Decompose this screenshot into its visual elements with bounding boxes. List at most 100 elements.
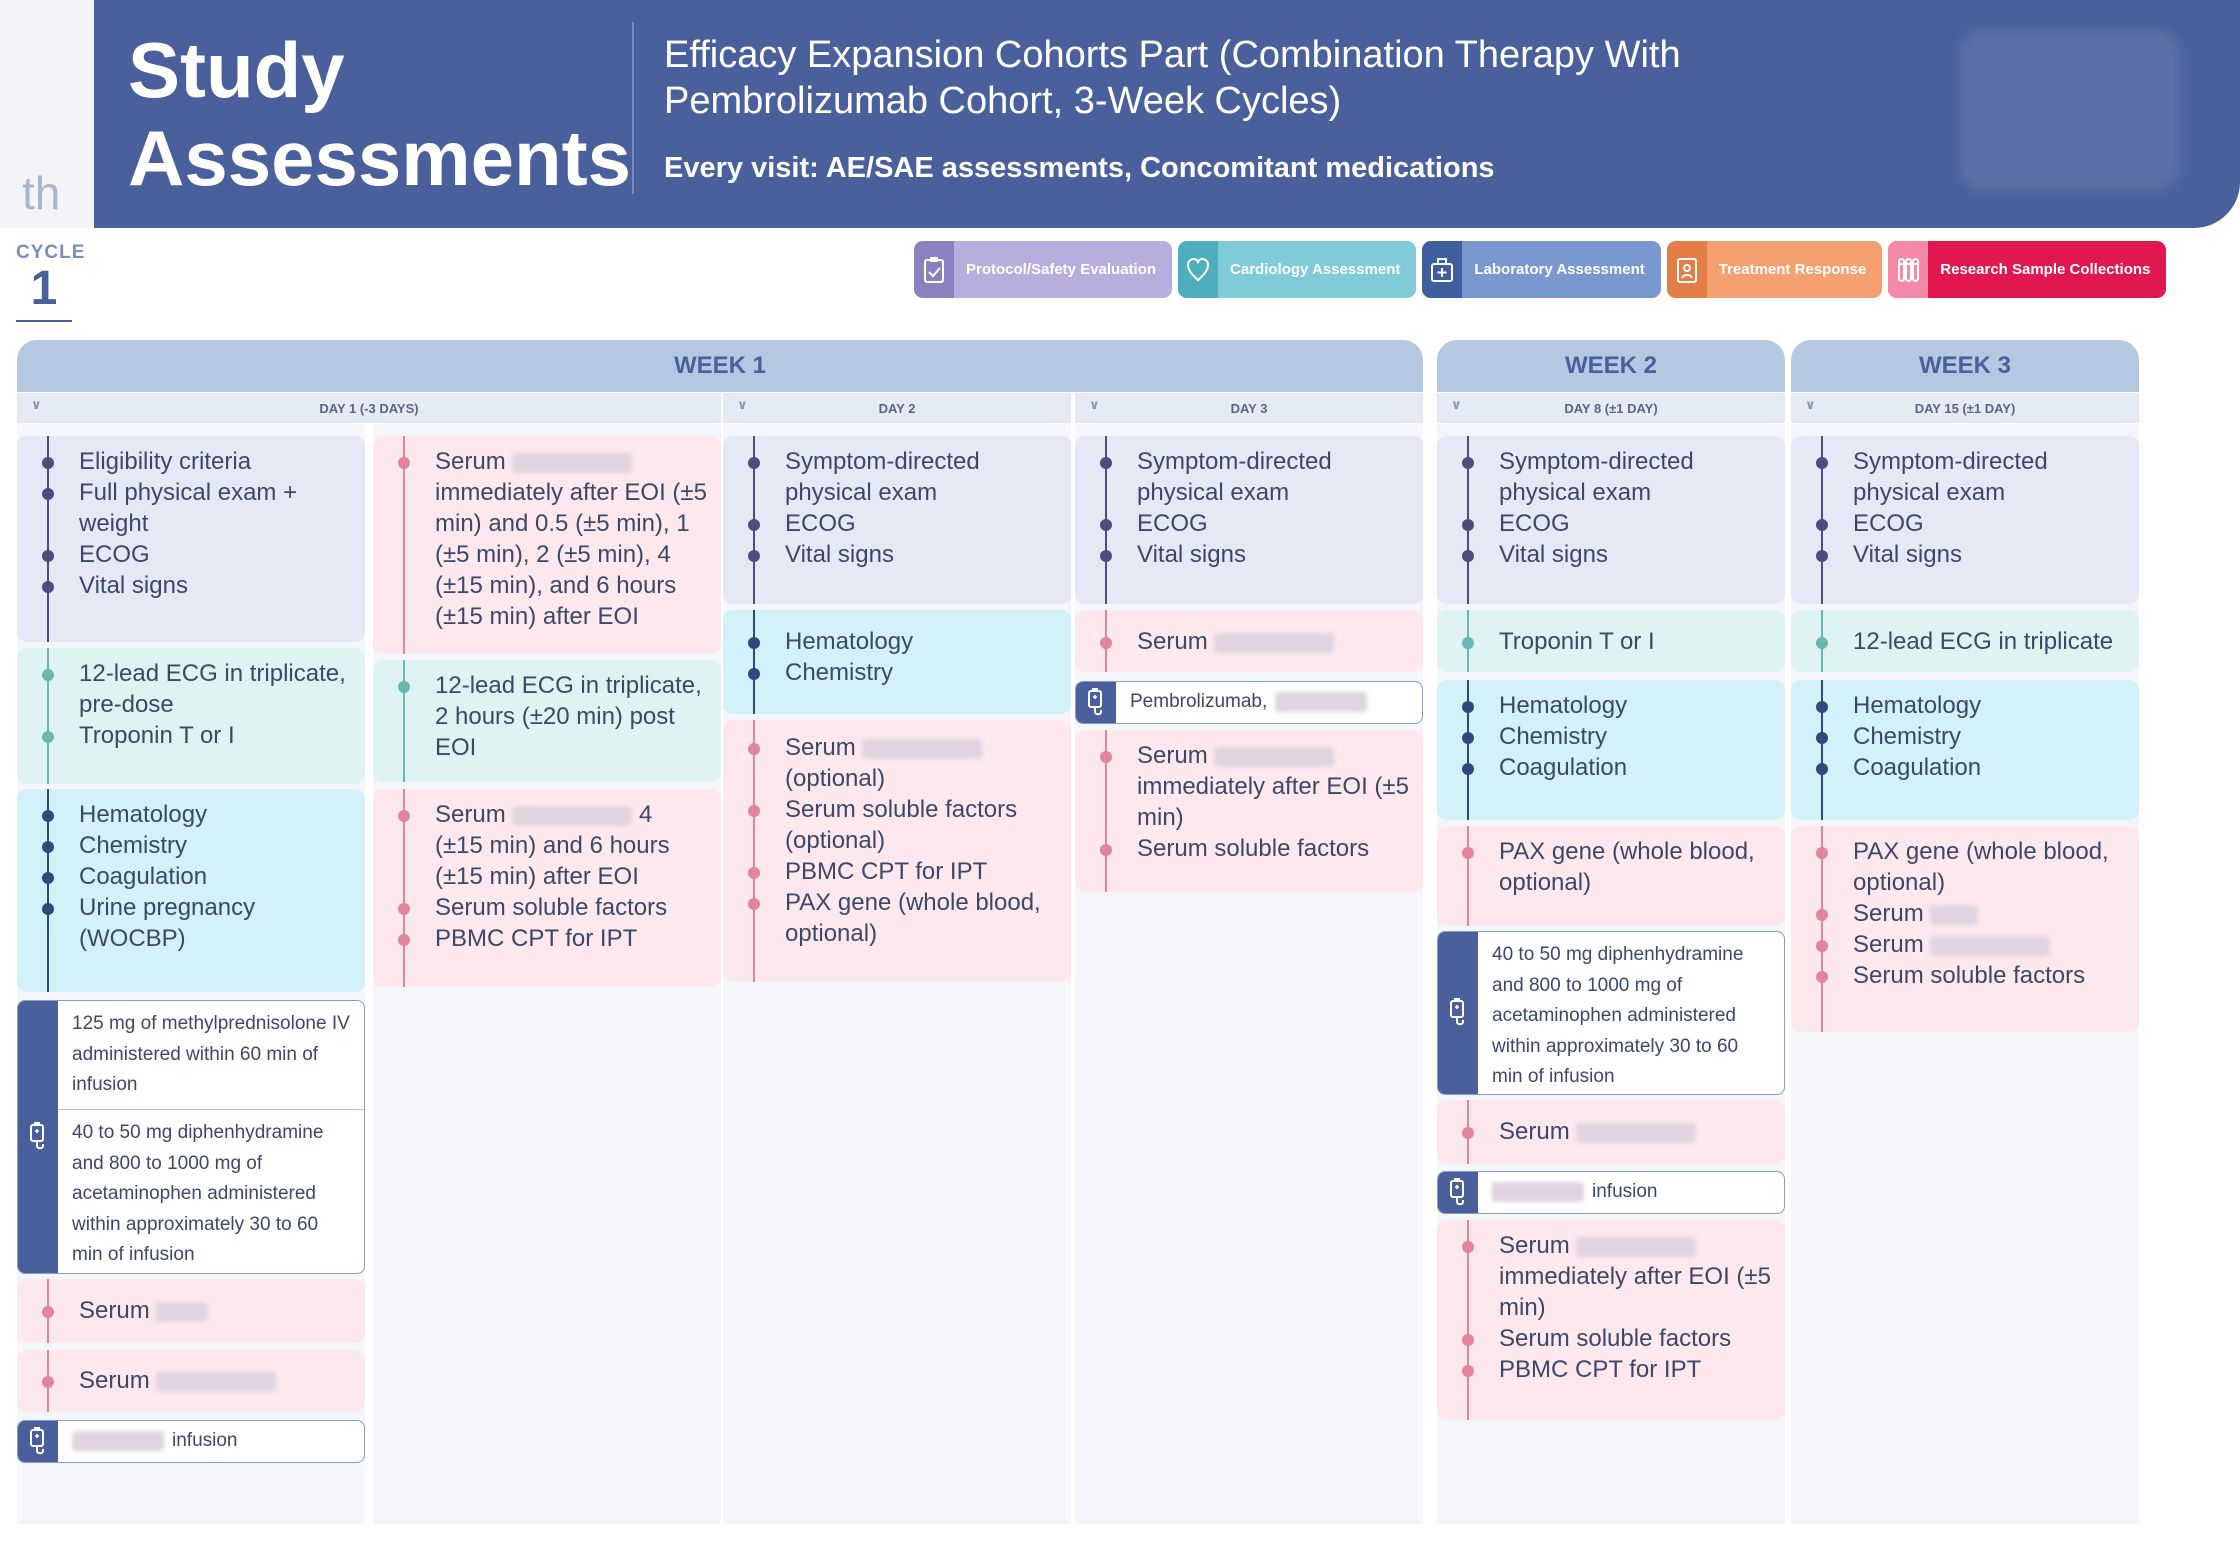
day-label: DAY 1 (-3 DAYS) bbox=[319, 400, 419, 416]
infusion-label: infusion bbox=[1592, 1180, 1658, 1202]
list-item: Serum bbox=[1791, 929, 2139, 960]
week-3-header: WEEK 3 bbox=[1791, 340, 2139, 392]
list-item: 12-lead ECG in triplicate, 2 hours (±20 … bbox=[373, 670, 721, 763]
day-1-header[interactable]: ∨ DAY 1 (-3 DAYS) bbox=[17, 393, 721, 423]
list-item: Hematology bbox=[1791, 690, 2139, 721]
cardiology-block: Troponin T or I bbox=[1437, 610, 1785, 672]
list-item: Chemistry bbox=[1437, 721, 1785, 752]
list-item: Urine pregnancy (WOCBP) bbox=[17, 892, 365, 954]
research-sample-block: Serum bbox=[17, 1350, 365, 1412]
list-item: ECOG bbox=[1791, 508, 2139, 539]
week-1-header: WEEK 1 bbox=[17, 340, 1423, 392]
list-item: Serum immediately after EOI (±5 min) and… bbox=[373, 446, 721, 632]
list-item: Symptom-directed physical exam bbox=[1791, 446, 2139, 508]
header-subtitle: Efficacy Expansion Cohorts Part (Combina… bbox=[664, 34, 1681, 122]
infusion-label: Pembrolizumab, bbox=[1130, 690, 1268, 712]
laboratory-block: Hematology Chemistry Coagulation bbox=[1437, 680, 1785, 820]
list-item: Eligibility criteria bbox=[17, 446, 365, 477]
chevron-down-icon: ∨ bbox=[737, 397, 748, 412]
list-item: Vital signs bbox=[17, 570, 365, 601]
list-item: Serum soluble factors bbox=[373, 892, 721, 923]
list-item: Troponin T or I bbox=[1437, 626, 1785, 657]
chevron-down-icon: ∨ bbox=[1805, 397, 1816, 412]
day-15-header[interactable]: ∨DAY 15 (±1 DAY) bbox=[1791, 393, 2139, 423]
cycle-indicator: CYCLE 1 bbox=[16, 242, 86, 322]
page-title: Study Assessments bbox=[128, 26, 631, 202]
infusion-card: infusion bbox=[17, 1420, 365, 1463]
list-item: Hematology bbox=[1437, 690, 1785, 721]
legend-laboratory: Laboratory Assessment bbox=[1422, 241, 1661, 298]
heart-icon bbox=[1178, 241, 1219, 298]
legend-label: Laboratory Assessment bbox=[1474, 261, 1645, 278]
research-sample-block: Serum bbox=[17, 1279, 365, 1343]
list-item: ECOG bbox=[1075, 508, 1423, 539]
list-item: Coagulation bbox=[1791, 752, 2139, 783]
every-visit-note: Every visit: AE/SAE assessments, Concomi… bbox=[664, 152, 1495, 184]
list-item: ECOG bbox=[1437, 508, 1785, 539]
list-item: Serum immediately after EOI (±5 min) bbox=[1437, 1230, 1785, 1323]
premedication-card: 40 to 50 mg diphenhydramine and 800 to 1… bbox=[1437, 931, 1785, 1095]
infusion-label: infusion bbox=[172, 1429, 238, 1451]
day-3-header[interactable]: ∨DAY 3 bbox=[1075, 393, 1423, 423]
list-item: PAX gene (whole blood, optional) bbox=[723, 887, 1071, 949]
research-sample-block: PAX gene (whole blood, optional) Serum S… bbox=[1791, 826, 2139, 1032]
laboratory-block: Hematology Chemistry bbox=[723, 610, 1071, 714]
protocol-safety-block: Eligibility criteria Full physical exam … bbox=[17, 436, 365, 642]
list-item: Serum immediately after EOI (±5 min) bbox=[1075, 740, 1423, 833]
list-item: Symptom-directed physical exam bbox=[1437, 446, 1785, 508]
research-sample-block: Serum immediately after EOI (±5 min) Ser… bbox=[1437, 1220, 1785, 1420]
day-2-header[interactable]: ∨DAY 2 bbox=[723, 393, 1071, 423]
cardiology-block: 12-lead ECG in triplicate, pre-dose Trop… bbox=[17, 648, 365, 784]
legend-label: Research Sample Collections bbox=[1940, 261, 2151, 278]
laboratory-block: Hematology Chemistry Coagulation Urine p… bbox=[17, 789, 365, 992]
legend-treatment-response: Treatment Response bbox=[1666, 241, 1883, 298]
side-tab-label: th bbox=[22, 167, 61, 219]
chevron-down-icon: ∨ bbox=[31, 397, 42, 412]
cycle-label: CYCLE bbox=[16, 242, 86, 263]
clipboard-check-icon bbox=[914, 241, 954, 298]
list-item: Vital signs bbox=[1075, 539, 1423, 570]
list-item: Hematology bbox=[723, 626, 1071, 657]
cardiology-block: 12-lead ECG in triplicate bbox=[1791, 610, 2139, 672]
legend-research-sample: Research Sample Collections bbox=[1888, 241, 2167, 298]
protocol-safety-block: Symptom-directed physical exam ECOG Vita… bbox=[1437, 436, 1785, 604]
header-banner: Study Assessments Efficacy Expansion Coh… bbox=[94, 0, 2240, 228]
research-sample-block: Serum bbox=[1437, 1100, 1785, 1164]
list-item: Chemistry bbox=[1791, 721, 2139, 752]
list-item: ECOG bbox=[723, 508, 1071, 539]
list-item: Serum bbox=[1075, 626, 1423, 657]
research-sample-block: Serum immediately after EOI (±5 min) Ser… bbox=[1075, 730, 1423, 892]
protocol-safety-block: Symptom-directed physical exam ECOG Vita… bbox=[723, 436, 1071, 604]
list-item: Vital signs bbox=[723, 539, 1071, 570]
infusion-card: Pembrolizumab, bbox=[1075, 681, 1423, 724]
list-item: Coagulation bbox=[17, 861, 365, 892]
premedication-text: 40 to 50 mg diphenhydramine and 800 to 1… bbox=[72, 1122, 324, 1265]
premedication-text: 40 to 50 mg diphenhydramine and 800 to 1… bbox=[1492, 944, 1744, 1087]
list-item: Serum bbox=[17, 1365, 365, 1396]
list-item: Hematology bbox=[17, 799, 365, 830]
list-item: Serum soluble factors (optional) bbox=[723, 794, 1071, 856]
research-sample-block: Serum (optional) Serum soluble factors (… bbox=[723, 720, 1071, 982]
research-sample-block: Serum immediately after EOI (±5 min) and… bbox=[373, 436, 721, 654]
list-item: Symptom-directed physical exam bbox=[723, 446, 1071, 508]
cardiology-block: 12-lead ECG in triplicate, 2 hours (±20 … bbox=[373, 660, 721, 782]
clipboard-person-icon bbox=[1666, 241, 1707, 298]
side-tab[interactable]: th bbox=[0, 0, 94, 228]
legend-label: Treatment Response bbox=[1718, 261, 1867, 278]
list-item: PBMC CPT for IPT bbox=[373, 923, 721, 954]
column-bg bbox=[1075, 424, 1423, 1524]
list-item: Chemistry bbox=[723, 657, 1071, 688]
day-label: DAY 3 bbox=[1230, 400, 1268, 416]
list-item: 12-lead ECG in triplicate bbox=[1791, 626, 2139, 657]
day-8-header[interactable]: ∨DAY 8 (±1 DAY) bbox=[1437, 393, 1785, 423]
legend-cardiology: Cardiology Assessment bbox=[1178, 241, 1417, 298]
list-item: Serum bbox=[17, 1295, 365, 1326]
protocol-safety-block: Symptom-directed physical exam ECOG Vita… bbox=[1791, 436, 2139, 604]
research-sample-block: Serum 4(±15 min) and 6 hours (±15 min) a… bbox=[373, 789, 721, 987]
chevron-down-icon: ∨ bbox=[1451, 397, 1462, 412]
list-item: Serum bbox=[1791, 898, 2139, 929]
list-item: Serum soluble factors bbox=[1437, 1323, 1785, 1354]
infusion-card: infusion bbox=[1437, 1171, 1785, 1214]
medical-kit-icon bbox=[1422, 241, 1463, 298]
legend-label: Cardiology Assessment bbox=[1230, 261, 1401, 278]
